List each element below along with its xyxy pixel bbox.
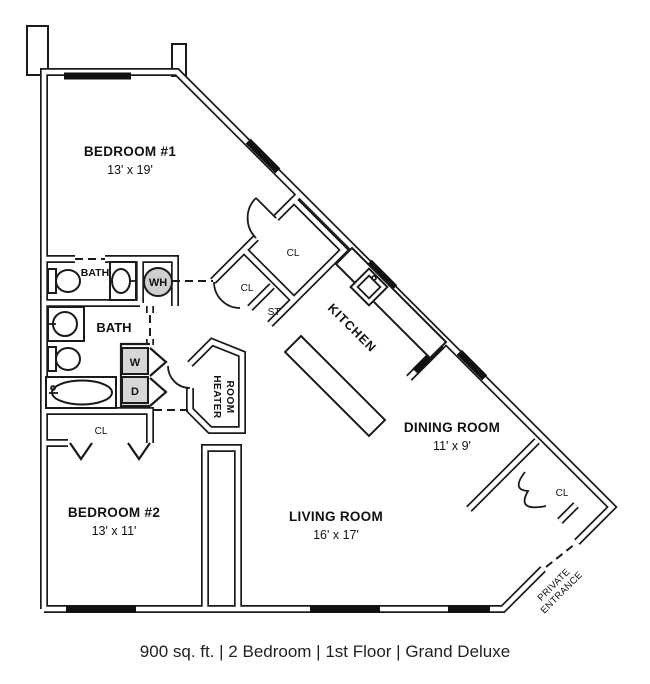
window-bedroom1-top: [64, 72, 131, 80]
storage-label: ST: [268, 307, 281, 318]
toilet-bowl-bath1: [55, 269, 81, 293]
door-arc-heater-room: [167, 365, 191, 389]
bath1-label: BATH: [81, 267, 109, 279]
bedroom1-label: BEDROOM #1: [84, 144, 176, 159]
windows: [64, 72, 490, 613]
door-bifold-entry-closet: [517, 471, 547, 509]
sink-bath1: [111, 268, 131, 294]
door-swings: [69, 197, 547, 509]
laundry-closet: W D: [119, 342, 168, 408]
washer-box: [121, 347, 149, 375]
window-kitchen: [366, 259, 398, 291]
living-room-dims: 16' x 17': [313, 528, 359, 542]
door-pivot-closet-bedroom2-left: [69, 442, 93, 461]
heater-room-label-line2: ROOM: [224, 380, 235, 413]
bathtub-basin: [51, 379, 113, 406]
dryer-label: D: [131, 386, 139, 398]
heater-room-label-line1: HEATER: [211, 375, 222, 419]
closet-hall-label: CL: [241, 283, 254, 294]
bedroom2-label: BEDROOM #2: [68, 505, 160, 520]
kitchen-counters: [283, 246, 448, 438]
kitchen-counter-peninsula: [283, 334, 387, 438]
walls: [40, 68, 618, 613]
toilet-tank-bath1: [47, 268, 57, 294]
toilet-bowl-bath2: [55, 347, 81, 371]
dining-room-dims: 11' x 9': [433, 439, 471, 453]
floor-plan-caption: 900 sq. ft. | 2 Bedroom | 1st Floor | Gr…: [140, 642, 510, 661]
bedroom1-dims: 13' x 19': [107, 163, 153, 177]
kitchen-counter-ne: [334, 246, 448, 360]
water-heater-label: WH: [149, 277, 167, 289]
opening-private-entrance: [545, 543, 576, 568]
door-bifold-laundry-upper: [149, 347, 168, 377]
kitchen-faucet-icon: [371, 275, 377, 281]
room-labels: BEDROOM #1 13' x 19' BEDROOM #2 13' x 11…: [68, 144, 585, 616]
kitchen-label: KITCHEN: [325, 301, 379, 355]
sink-bath2: [52, 311, 78, 337]
window-living-2: [448, 605, 490, 613]
window-bedroom1-diagonal: [245, 138, 281, 174]
closet-entry-label: CL: [556, 488, 569, 499]
door-pivot-closet-bedroom2-right: [127, 442, 151, 461]
toilet-tank-bath2: [47, 346, 57, 372]
door-openings: [75, 258, 576, 568]
washer-label: W: [130, 357, 141, 369]
top-left-wall-stub: [26, 25, 49, 76]
kitchen-sink: [349, 267, 389, 307]
kitchen-sink-basin: [356, 274, 382, 300]
dryer-box: [121, 376, 149, 404]
tub-faucet-icon: [50, 385, 56, 391]
window-dining: [456, 349, 488, 381]
bath2-label: BATH: [96, 320, 131, 335]
closet-bedroom2-label: CL: [95, 426, 108, 437]
door-arc-closet-bedroom1: [246, 197, 257, 239]
closet-bedroom1-label: CL: [287, 248, 300, 259]
door-bifold-laundry-lower: [149, 377, 168, 407]
water-heater-icon: [143, 267, 173, 297]
door-leaf-closet-bedroom1: [255, 197, 277, 219]
dining-room-label: DINING ROOM: [404, 420, 500, 435]
bathroom-fixtures: WH: [45, 261, 173, 409]
window-living-1: [310, 605, 380, 613]
door-arc-hall-closet: [213, 281, 241, 309]
bedroom2-dims: 13' x 11': [92, 524, 137, 538]
window-bedroom2-bottom: [66, 605, 136, 613]
living-room-label: LIVING ROOM: [289, 509, 383, 524]
